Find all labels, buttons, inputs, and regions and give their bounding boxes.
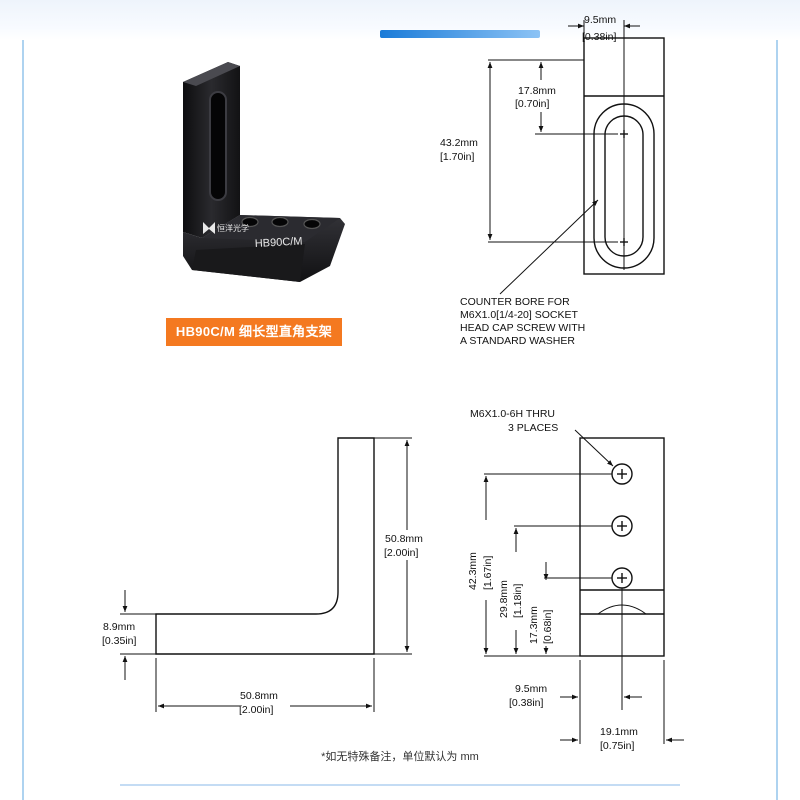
top-view-drawing [487, 20, 665, 295]
brand-logo-icon [203, 222, 215, 234]
dim-side-length-in: [2.00in] [239, 704, 274, 716]
hole-note-line-1: M6X1.0-6H THRU [470, 408, 555, 420]
left-frame-line [22, 40, 24, 800]
dim-front-d1-in: [1.67in] [482, 555, 494, 590]
model-engraving: HB90C/M [255, 236, 303, 250]
dim-side-thickness-in: [0.35in] [102, 635, 137, 647]
dim-top-width-mm: 9.5mm [584, 14, 616, 26]
dim-front-bottom-mm: 9.5mm [515, 683, 547, 695]
side-view-drawing [120, 437, 412, 712]
hole-note-line-2: 3 PLACES [508, 422, 558, 434]
dim-side-length-mm: 50.8mm [240, 690, 278, 702]
dim-top-width-in: [0.38in] [582, 31, 617, 43]
dim-front-width-mm: 19.1mm [600, 726, 638, 738]
front-view-labels: M6X1.0-6H THRU 3 PLACES 42.3mm [1.67in] … [467, 408, 638, 752]
product-caption: HB90C/M 细长型直角支架 [166, 318, 342, 346]
header-accent-bar [380, 30, 540, 38]
dim-front-width-in: [0.75in] [600, 740, 635, 752]
dim-top-offset-mm: 17.8mm [518, 85, 556, 97]
bottom-divider [120, 784, 680, 786]
dim-front-bottom-in: [0.38in] [509, 697, 544, 709]
counterbore-note-line-1: COUNTER BORE FOR [460, 296, 570, 308]
counterbore-note-line-2: M6X1.0[1/4-20] SOCKET [460, 309, 578, 321]
dim-side-height-in: [2.00in] [384, 547, 419, 559]
dim-front-d2-in: [1.18in] [512, 583, 524, 618]
brand-name: 恒洋光学 [217, 223, 249, 233]
dim-front-d3-mm: 17.3mm [528, 606, 540, 644]
units-footnote: *如无特殊备注，单位默认为 mm [321, 751, 479, 763]
dim-top-height-in: [1.70in] [440, 151, 475, 163]
product-photo: 恒洋光学 HB90C/M [183, 62, 345, 282]
counterbore-note-line-4: A STANDARD WASHER [460, 335, 575, 347]
dim-front-d2-mm: 29.8mm [498, 580, 510, 618]
dim-side-height-mm: 50.8mm [385, 533, 423, 545]
top-view-labels: 9.5mm [0.38in] 17.8mm [0.70in] 43.2mm [1… [440, 14, 617, 347]
side-view-labels: 50.8mm [2.00in] 8.9mm [0.35in] 50.8mm [2… [102, 533, 423, 716]
dim-top-offset-in: [0.70in] [515, 98, 550, 110]
counterbore-note-line-3: HEAD CAP SCREW WITH [460, 322, 585, 334]
dim-front-d1-mm: 42.3mm [467, 552, 479, 590]
dim-side-thickness-mm: 8.9mm [103, 621, 135, 633]
right-frame-line [776, 40, 778, 800]
front-view-drawing [483, 429, 684, 744]
dim-front-d3-in: [0.68in] [542, 609, 554, 644]
dim-top-height-mm: 43.2mm [440, 137, 478, 149]
